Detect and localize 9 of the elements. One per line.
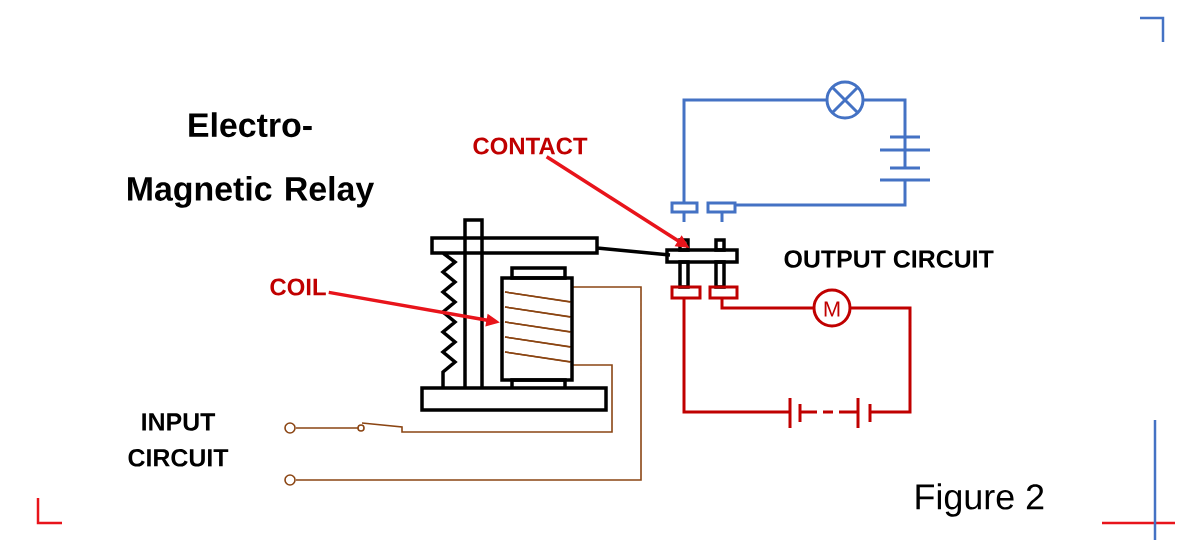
callout-text: COIL (270, 278, 326, 296)
motor-label: M (824, 301, 840, 317)
callout-text: CONTACT (473, 137, 588, 155)
title: Electro-Magnetic Relay (128, 112, 375, 208)
circuit-label: INPUT CIRCUIT (128, 413, 229, 467)
circuit-label: OUTPUT CIRCUIT (784, 250, 994, 268)
contact-bar (665, 248, 739, 264)
coil-bobbin (500, 276, 574, 382)
caption: Figure 2 (916, 483, 1044, 517)
